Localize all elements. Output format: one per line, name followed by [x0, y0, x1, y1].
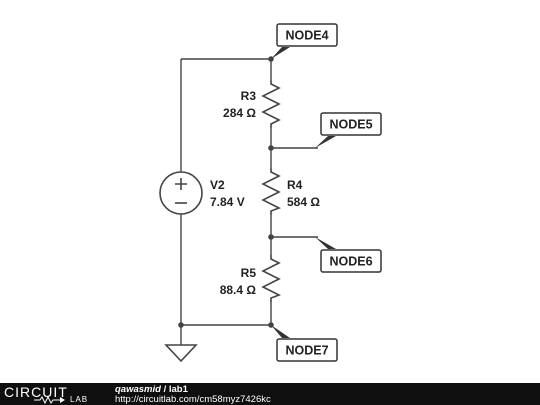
plus-sign-icon [175, 178, 187, 190]
r3-value: 284 Ω [223, 106, 256, 120]
r4-value: 584 Ω [287, 195, 320, 209]
r5-value: 88.4 Ω [220, 283, 257, 297]
resistor-r5-symbol[interactable] [261, 255, 281, 302]
node4-label: NODE4 [285, 29, 328, 43]
node7-label: NODE7 [285, 344, 328, 358]
v2-name: V2 [210, 178, 225, 192]
voltage-source-v2[interactable] [159, 171, 203, 215]
node5-label: NODE5 [329, 118, 372, 132]
resistor-r3-symbol[interactable] [261, 80, 281, 128]
footer-user-link[interactable]: qawasmid [115, 384, 161, 395]
ground-icon [164, 344, 198, 363]
node6-label: NODE6 [329, 255, 372, 269]
node-tag-node4[interactable]: NODE4 [271, 23, 338, 59]
footer-url[interactable]: http://circuitlab.com/cm58myz7426kc [115, 394, 271, 405]
wires [180, 58, 318, 345]
r5-name: R5 [241, 266, 257, 280]
r4-name: R4 [287, 178, 303, 192]
v2-value: 7.84 V [210, 195, 245, 209]
node-tag-node6[interactable]: NODE6 [315, 237, 382, 273]
node-tag-node5[interactable]: NODE5 [315, 112, 382, 148]
footer-bar: CIRCUIT LAB qawasmid / lab1 http://circu… [0, 383, 540, 405]
resistor-logo-icon [34, 396, 65, 404]
junction-node6 [268, 234, 274, 240]
circuitlab-logo-lab: LAB [70, 395, 89, 404]
junction-node5 [268, 145, 274, 151]
schematic-svg: R3 284 Ω R4 584 Ω R5 88.4 Ω V2 7.84 V NO… [159, 23, 382, 363]
footer-breadcrumb: qawasmid / lab1 [115, 384, 188, 395]
circuitlab-logo-text[interactable]: CIRCUIT [4, 384, 68, 400]
footer-project-link[interactable]: lab1 [168, 384, 188, 395]
junction-ground [178, 322, 184, 328]
footer-separator: / [160, 384, 169, 395]
resistor-r4-symbol[interactable] [261, 168, 281, 215]
r3-name: R3 [241, 89, 257, 103]
node-tag-node7[interactable]: NODE7 [271, 325, 338, 362]
